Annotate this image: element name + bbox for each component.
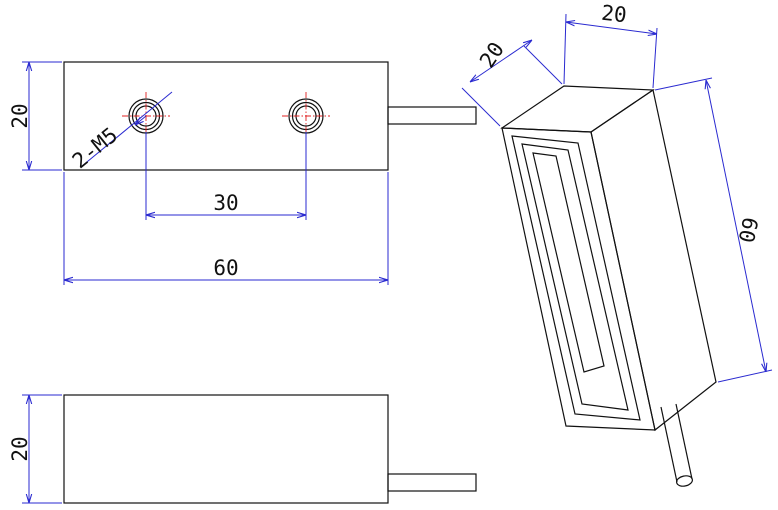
iso-recess-inner: [521, 143, 629, 411]
overall-length-label: 60: [213, 256, 238, 280]
iso-length-label: 60: [734, 215, 763, 245]
iso-pin: [660, 403, 693, 487]
dim-iso-depth: 20: [461, 38, 563, 127]
iso-top-face: [500, 85, 655, 133]
hole-callout-label: 2-M5: [68, 123, 122, 173]
dim-side-height-label: 20: [8, 436, 32, 461]
iso-right-face: [590, 89, 717, 432]
side-view: 20: [8, 394, 477, 504]
isometric-view: 20 20 60: [461, 1, 773, 487]
iso-groove: [532, 152, 605, 373]
dim-front-height: 20: [8, 61, 62, 171]
front-view: 20 2-M5 30 60: [8, 61, 477, 285]
front-body: [63, 61, 389, 171]
dim-iso-width: 20: [563, 1, 657, 89]
dim-iso-length: 60: [654, 77, 773, 383]
iso-width-label: 20: [600, 1, 628, 28]
dim-front-height-label: 20: [8, 103, 32, 128]
front-pin: [387, 106, 477, 125]
iso-recess-outer: [511, 135, 641, 421]
hole-spacing-label: 30: [213, 191, 238, 215]
dim-overall-length: 60: [63, 172, 389, 285]
dim-side-height: 20: [8, 394, 62, 504]
iso-depth-label: 20: [475, 38, 509, 72]
side-pin: [387, 473, 477, 492]
dim-hole-callout: 2-M5: [68, 91, 173, 173]
side-body: [63, 394, 389, 504]
dim-hole-spacing: 30: [145, 132, 307, 220]
